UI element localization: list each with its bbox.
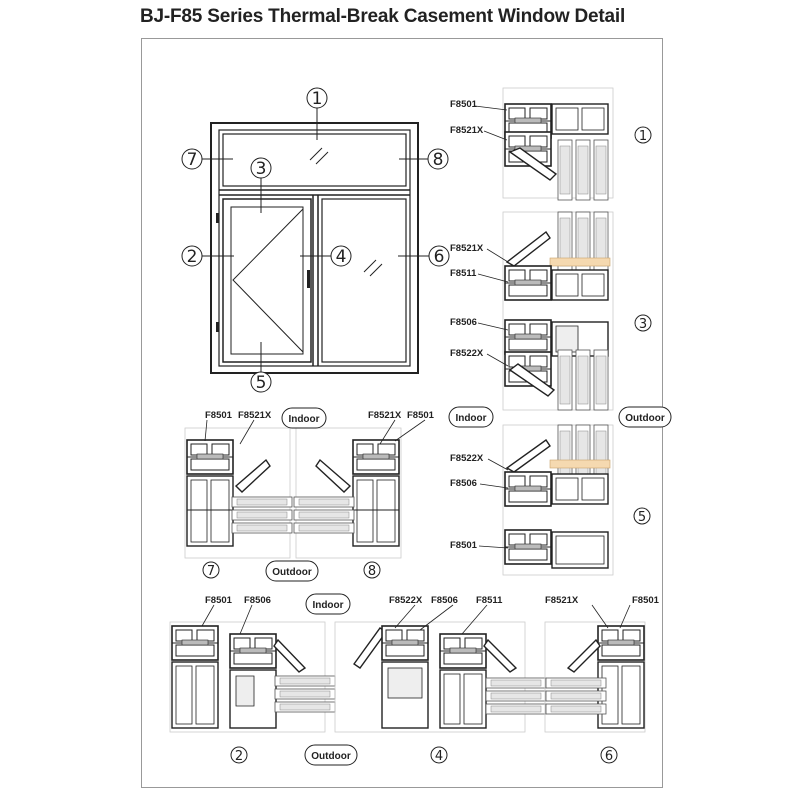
callout-6: 6 (428, 245, 450, 267)
svg-text:Outdoor: Outdoor (272, 567, 312, 578)
svg-text:8: 8 (368, 564, 376, 579)
svg-text:F8501: F8501 (205, 410, 233, 421)
svg-text:2: 2 (187, 247, 198, 267)
svg-text:F8506: F8506 (431, 595, 458, 606)
svg-text:5: 5 (256, 373, 267, 393)
svg-text:Indoor: Indoor (455, 413, 486, 424)
callout-4: 4 (330, 245, 352, 267)
svg-text:F8522X: F8522X (450, 453, 484, 464)
svg-text:5: 5 (638, 510, 646, 525)
svg-text:F8501: F8501 (407, 410, 435, 421)
svg-text:6: 6 (434, 247, 445, 267)
svg-text:F8521X: F8521X (368, 410, 402, 421)
callout-2: 2 (181, 245, 203, 267)
section-8: F8521X F8501 8 (293, 410, 435, 579)
svg-text:8: 8 (433, 150, 444, 170)
svg-text:F8501: F8501 (205, 595, 233, 606)
window-elevation (202, 108, 429, 374)
svg-text:F8522X: F8522X (389, 595, 423, 606)
indoor-badge-right: Indoor (448, 406, 494, 428)
section-6: F8521X F8501 6 (544, 595, 660, 764)
svg-text:F8506: F8506 (450, 317, 477, 328)
svg-text:F8522X: F8522X (450, 348, 484, 359)
callout-7: 7 (181, 148, 203, 170)
svg-text:4: 4 (435, 749, 443, 764)
outdoor-badge-right: Outdoor (618, 406, 672, 428)
callout-8: 8 (427, 148, 449, 170)
svg-text:F8506: F8506 (450, 478, 477, 489)
indoor-badge-bottom: Indoor (305, 593, 351, 615)
svg-text:3: 3 (639, 317, 647, 332)
svg-text:2: 2 (235, 749, 243, 764)
callout-3: 3 (250, 157, 272, 179)
svg-text:4: 4 (336, 247, 347, 267)
section-7: F8501 F8521X 7 (184, 410, 293, 579)
svg-text:F8501: F8501 (632, 595, 660, 606)
indoor-badge-middle: Indoor (281, 407, 327, 429)
svg-text:1: 1 (312, 89, 323, 109)
section-4: F8522X F8506 F8511 4 (334, 595, 547, 764)
svg-text:F8521X: F8521X (545, 595, 579, 606)
svg-text:F8501: F8501 (450, 540, 478, 551)
svg-text:7: 7 (207, 564, 215, 579)
svg-text:F8511: F8511 (450, 268, 477, 279)
callout-1: 1 (306, 87, 328, 109)
outdoor-badge-bottom: Outdoor (304, 744, 358, 766)
svg-text:F8501: F8501 (450, 99, 478, 110)
svg-text:6: 6 (605, 749, 613, 764)
svg-text:F8506: F8506 (244, 595, 271, 606)
svg-text:F8521X: F8521X (450, 125, 484, 136)
outdoor-badge-middle: Outdoor (265, 560, 319, 582)
svg-text:1: 1 (639, 129, 647, 144)
svg-text:7: 7 (187, 150, 198, 170)
section-3: F8521X F8511 F8506 F8522X 3 (450, 211, 652, 411)
svg-text:3: 3 (256, 159, 267, 179)
svg-text:F8511: F8511 (476, 595, 503, 606)
callout-5: 5 (250, 371, 272, 393)
section-1: F8501 F8521X 1 (450, 87, 652, 201)
svg-text:Indoor: Indoor (288, 414, 319, 425)
page-title: BJ-F85 Series Thermal-Break Casement Win… (140, 6, 626, 27)
section-2: F8501 F8506 2 (169, 595, 336, 764)
svg-text:Outdoor: Outdoor (625, 413, 665, 424)
svg-text:F8521X: F8521X (238, 410, 272, 421)
svg-text:Outdoor: Outdoor (311, 751, 351, 762)
section-5: F8522X F8506 F8501 5 (450, 424, 651, 576)
svg-text:F8521X: F8521X (450, 243, 484, 254)
svg-text:Indoor: Indoor (312, 600, 343, 611)
